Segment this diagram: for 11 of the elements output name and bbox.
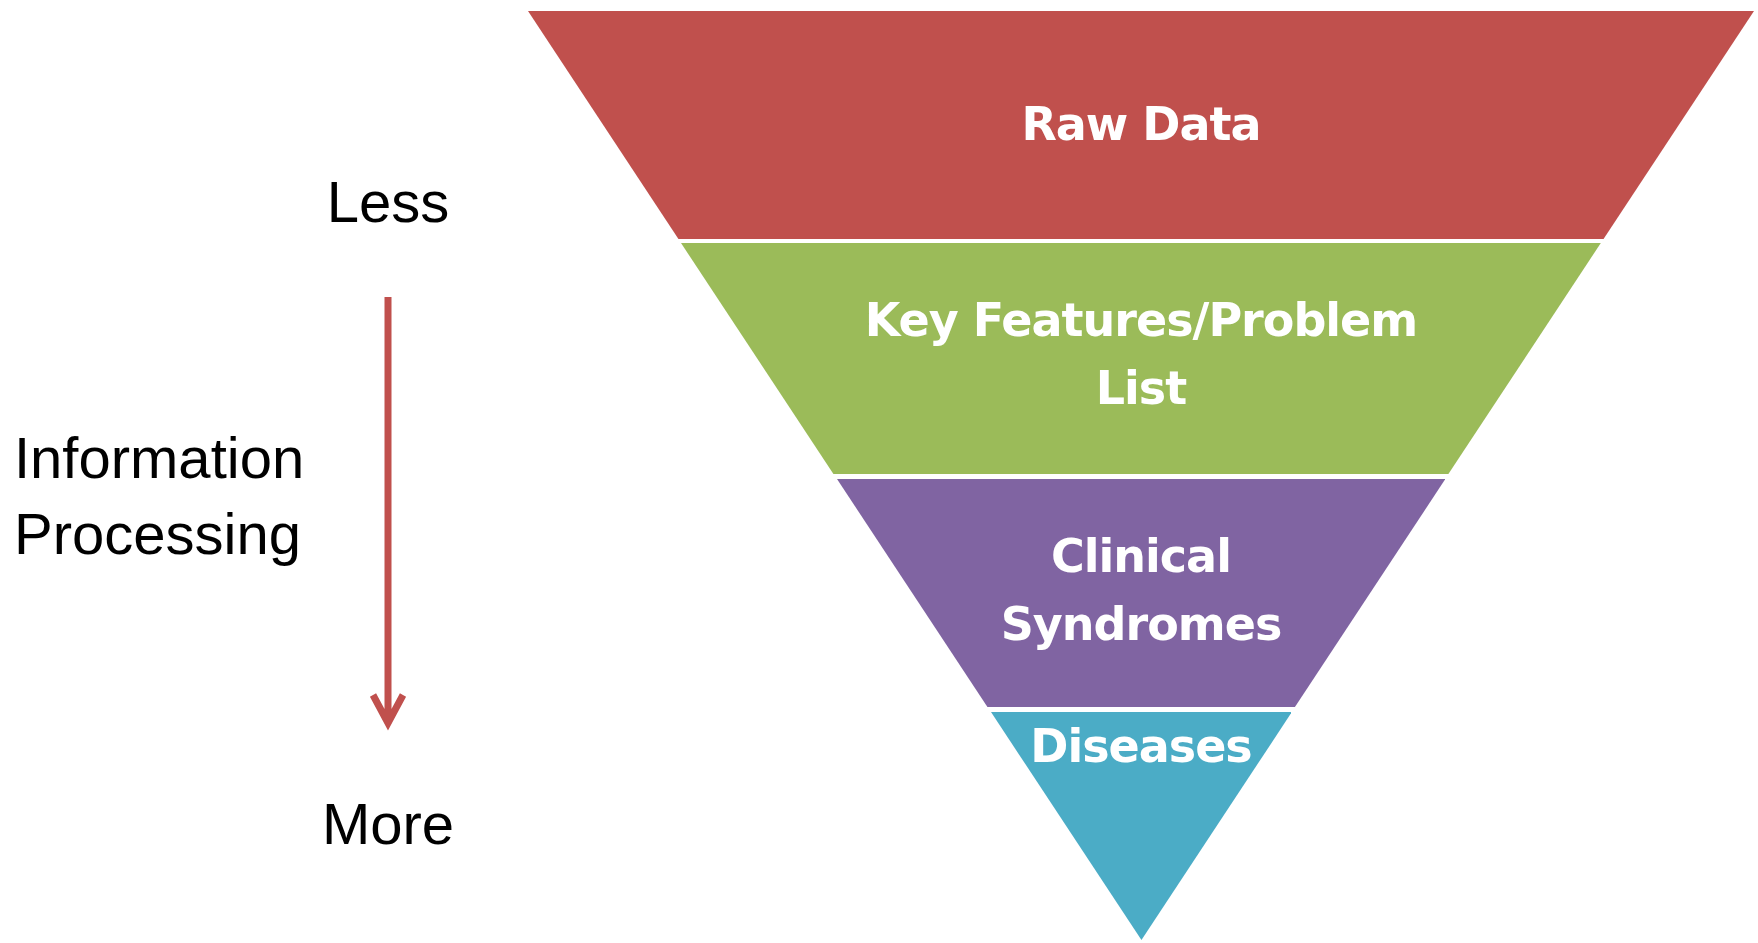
band-label: Raw Data [1020, 96, 1262, 153]
funnel-band [528, 11, 1754, 239]
funnel-band [681, 243, 1601, 474]
band-label: Diseases [1029, 718, 1253, 775]
axis-label: More [320, 790, 456, 858]
band-label: Clinical Syndromes [999, 528, 1283, 653]
axis-label: Less [325, 168, 451, 236]
axis-label: Information Processing [14, 424, 306, 568]
funnel-band [836, 479, 1446, 707]
band-label: Key Features/Problem List [863, 292, 1419, 417]
funnel-band [990, 712, 1292, 940]
